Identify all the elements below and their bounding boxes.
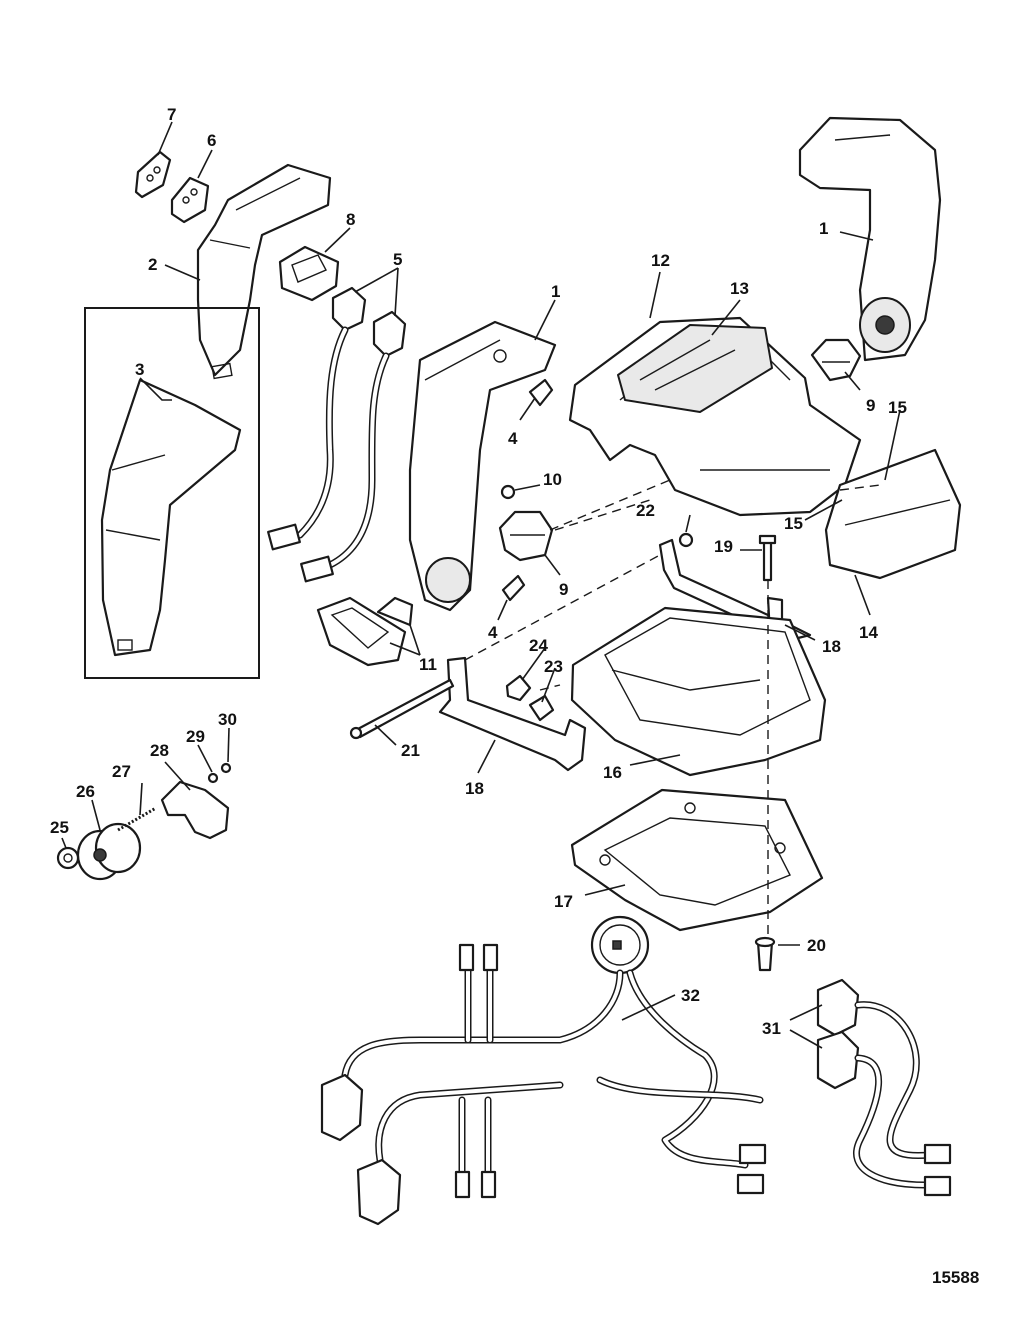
part-28-bracket bbox=[160, 780, 230, 840]
callout-17: 17 bbox=[554, 892, 573, 911]
part-21-long-bolt bbox=[349, 678, 455, 740]
part-9-bushing-right bbox=[810, 338, 862, 382]
part-10-nut bbox=[500, 484, 516, 500]
part-16-base bbox=[570, 606, 827, 777]
callout-4-upper: 4 bbox=[508, 429, 518, 448]
callout-3: 3 bbox=[135, 360, 144, 379]
part-14-cover bbox=[824, 448, 962, 580]
callout-5: 5 bbox=[393, 250, 402, 269]
callout-13: 13 bbox=[730, 279, 749, 298]
callout-11: 11 bbox=[419, 655, 437, 674]
callout-30: 30 bbox=[218, 710, 237, 729]
part-22-nut bbox=[678, 532, 694, 548]
part-19-bolt bbox=[758, 534, 777, 582]
callout-25: 25 bbox=[50, 818, 69, 837]
assembly-guide-lines bbox=[464, 479, 881, 940]
part-24-clip bbox=[505, 674, 532, 702]
part-30-nut bbox=[220, 762, 232, 774]
part-6-cover bbox=[170, 176, 210, 224]
part-5-switch-harness bbox=[267, 286, 407, 583]
callout-4-lower: 4 bbox=[488, 623, 498, 642]
part-20-fastener bbox=[754, 936, 776, 972]
part-26-knob bbox=[76, 822, 142, 881]
part-27-spring bbox=[117, 806, 157, 832]
part-32-wiring-harness bbox=[320, 915, 767, 1226]
callout-29: 29 bbox=[186, 727, 205, 746]
callout-9-center: 9 bbox=[559, 580, 568, 599]
part-2-handle-cover bbox=[196, 163, 332, 380]
part-25-nut bbox=[56, 846, 80, 870]
callout-22: 22 bbox=[636, 501, 655, 520]
callout-12: 12 bbox=[651, 251, 670, 270]
part-7-cover bbox=[134, 150, 172, 199]
callout-32: 32 bbox=[681, 986, 700, 1005]
leader-lines bbox=[61, 121, 901, 1049]
part-23-clip bbox=[528, 694, 555, 722]
part-17-gasket bbox=[570, 788, 824, 932]
callout-6: 6 bbox=[207, 131, 216, 150]
callout-9-right: 9 bbox=[866, 396, 875, 415]
callout-28: 28 bbox=[150, 741, 169, 760]
callout-23: 23 bbox=[544, 657, 563, 676]
part-11-button bbox=[316, 596, 414, 667]
callout-labels: 7 6 2 8 5 3 1 1 12 13 9 4 15 10 15 22 19… bbox=[50, 105, 907, 1038]
callout-10: 10 bbox=[543, 470, 562, 489]
callout-1-right: 1 bbox=[819, 219, 828, 238]
callout-18-upper: 18 bbox=[822, 637, 841, 656]
part-29-washer bbox=[207, 772, 219, 784]
part-3-cover-inset bbox=[84, 307, 260, 679]
callout-31: 31 bbox=[762, 1019, 781, 1038]
part-13-decal bbox=[617, 324, 773, 413]
callout-15-right: 15 bbox=[888, 398, 907, 417]
callout-20: 20 bbox=[807, 936, 826, 955]
part-1-control-handle-center bbox=[408, 320, 557, 612]
part-31-adapter-harness bbox=[816, 978, 952, 1197]
part-4-screw-lower bbox=[501, 574, 526, 602]
figure-number: 15588 bbox=[932, 1268, 979, 1287]
callout-14: 14 bbox=[859, 623, 878, 642]
callout-7: 7 bbox=[167, 105, 176, 124]
callout-15-lower: 15 bbox=[784, 514, 803, 533]
part-8-pad bbox=[278, 245, 340, 302]
callout-19: 19 bbox=[714, 537, 733, 556]
part-9-bushing-center bbox=[498, 510, 554, 562]
callout-16: 16 bbox=[603, 763, 622, 782]
callout-24: 24 bbox=[529, 636, 548, 655]
callout-1-center: 1 bbox=[551, 282, 560, 301]
callout-18-lower: 18 bbox=[465, 779, 484, 798]
part-18-bracket-lower bbox=[438, 656, 587, 772]
callout-26: 26 bbox=[76, 782, 95, 801]
callout-27: 27 bbox=[112, 762, 131, 781]
part-4-screw-upper bbox=[528, 378, 554, 407]
callout-2: 2 bbox=[148, 255, 157, 274]
callout-8: 8 bbox=[346, 210, 355, 229]
callout-21: 21 bbox=[401, 741, 420, 760]
